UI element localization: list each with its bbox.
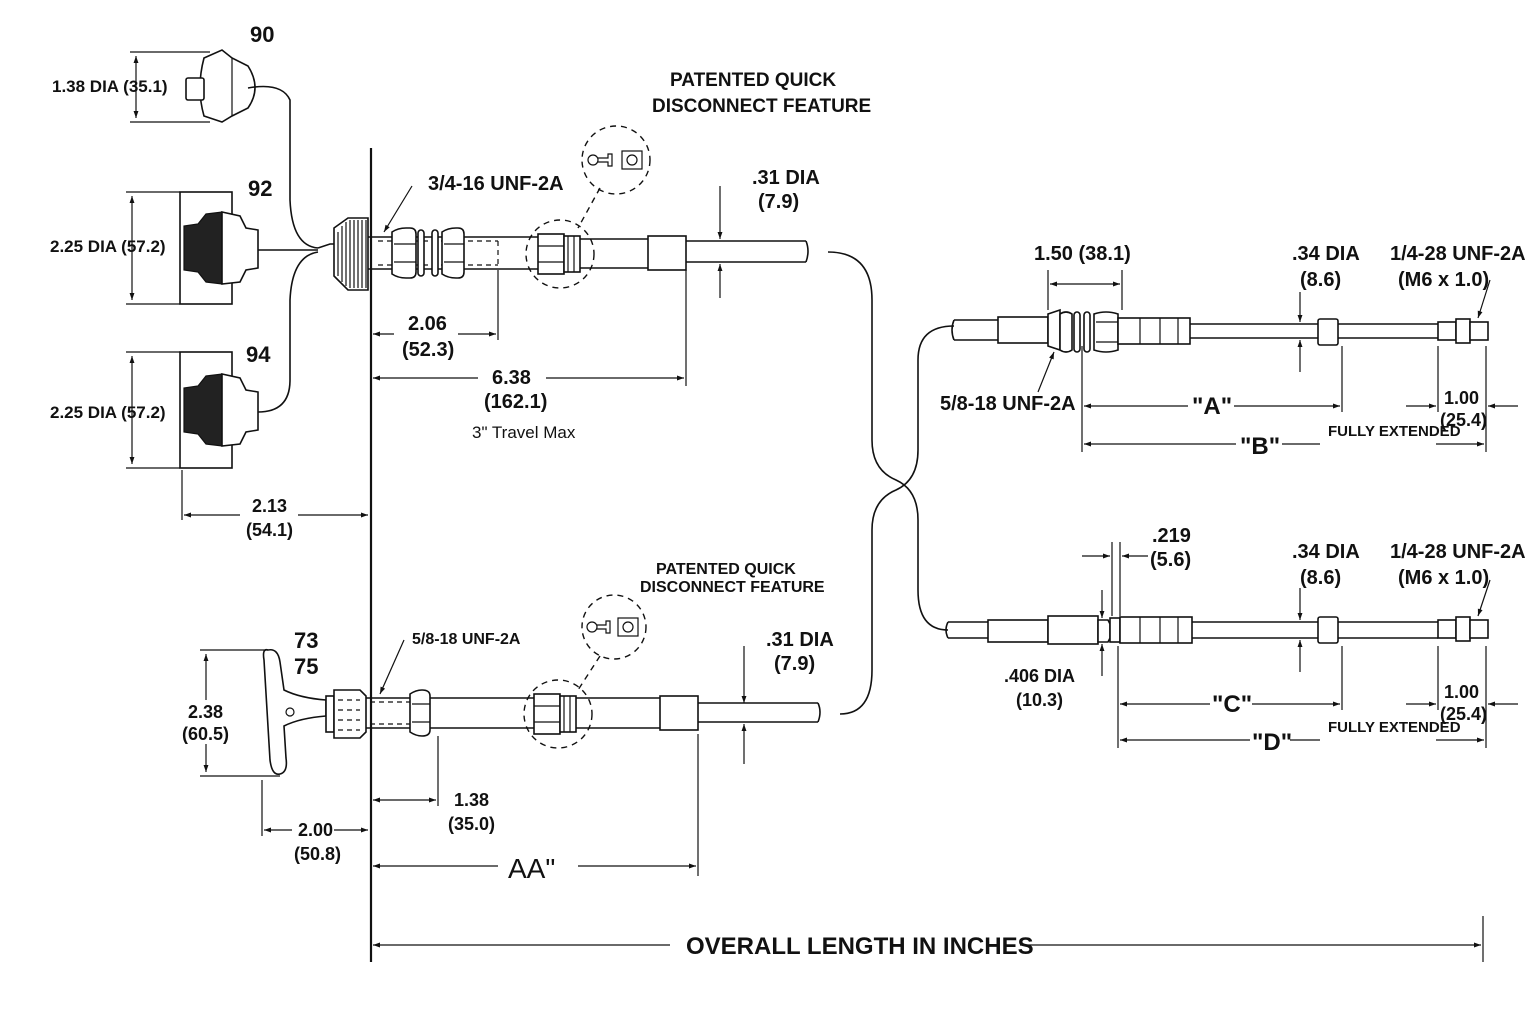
label-dia-92: 2.25 DIA (57.2) (50, 237, 166, 256)
label-thread-end-top-mm: (M6 x 1.0) (1398, 269, 1489, 291)
label-dim-206-mm: (52.3) (402, 339, 454, 361)
label-dim-100-bot-mm: (25.4) (1440, 704, 1487, 724)
label-thread-right-top: 5/8-18 UNF-2A (940, 393, 1076, 415)
label-dia-94: 2.25 DIA (57.2) (50, 403, 166, 422)
label-dia-34-top: .34 DIA (1292, 243, 1360, 265)
label-dia-31-bot: .31 DIA (766, 629, 834, 651)
label-dim-213: 2.13 (252, 496, 287, 516)
knob-94 (179, 251, 319, 469)
label-travel: 3" Travel Max (472, 423, 576, 442)
label-dim-213-mm: (54.1) (246, 520, 293, 540)
label-dim-150: 1.50 (38.1) (1034, 243, 1131, 265)
label-handle-73: 73 (294, 628, 318, 653)
label-overall-length: OVERALL LENGTH IN INCHES (686, 933, 1034, 960)
label-dim-a: "A" (1192, 393, 1232, 420)
dim-638 (373, 270, 687, 386)
label-dim-219-mm: (5.6) (1150, 549, 1191, 571)
label-thread-top: 3/4-16 UNF-2A (428, 173, 564, 195)
label-fully-ext-top: FULLY EXTENDED (1328, 423, 1461, 440)
label-dim-238-mm: (60.5) (182, 724, 229, 744)
label-dim-c: "C" (1212, 691, 1252, 718)
crossing-cables (827, 251, 955, 715)
label-knob-94: 94 (246, 342, 271, 367)
qd-detail-top (577, 125, 651, 229)
leader-thread-bottom (379, 639, 405, 695)
label-dim-200-mm: (50.8) (294, 844, 341, 864)
qd-detail-bottom (577, 594, 647, 691)
label-dim-219: .219 (1152, 525, 1191, 547)
label-dia-34-bot-mm: (8.6) (1300, 567, 1341, 589)
label-dia-31-top-mm: (7.9) (758, 191, 799, 213)
dim-dia-90 (130, 51, 210, 123)
label-knob-90: 90 (250, 22, 274, 47)
label-dim-638: 6.38 (492, 367, 531, 389)
label-dia-34-top-mm: (8.6) (1300, 269, 1341, 291)
knob-92 (179, 191, 318, 305)
label-qd-bot-2: DISCONNECT FEATURE (640, 579, 825, 596)
dim-overall-length (373, 916, 1484, 962)
label-thread-bot: 5/8-18 UNF-2A (412, 631, 521, 648)
dim-206 (373, 270, 499, 340)
label-dim-206: 2.06 (408, 313, 447, 335)
dim-238 (200, 649, 280, 777)
label-dim-138: 1.38 (454, 790, 489, 810)
bottom-control-head (262, 648, 821, 776)
label-dim-100-bot: 1.00 (1444, 682, 1479, 702)
label-dim-d: "D" (1252, 729, 1292, 756)
label-knob-92: 92 (248, 176, 272, 201)
label-dim-aa: AA" (508, 853, 555, 884)
dim-200 (261, 780, 368, 836)
knob-90 (185, 49, 319, 249)
label-dim-638-mm: (162.1) (484, 391, 547, 413)
dim-213 (181, 470, 368, 520)
label-qd-top-2: DISCONNECT FEATURE (652, 96, 871, 117)
label-dia-90: 1.38 DIA (35.1) (52, 77, 168, 96)
dim-138 (373, 736, 439, 806)
dim-aa (373, 734, 699, 876)
label-dia-406: .406 DIA (1004, 666, 1075, 686)
label-dim-100-top: 1.00 (1444, 388, 1479, 408)
leader-thread-top (383, 185, 413, 233)
label-qd-top-1: PATENTED QUICK (670, 70, 836, 91)
label-qd-bot-1: PATENTED QUICK (656, 561, 796, 578)
label-fully-ext-bot: FULLY EXTENDED (1328, 719, 1461, 736)
label-dim-100-top-mm: (25.4) (1440, 410, 1487, 430)
label-dia-31-bot-mm: (7.9) (774, 653, 815, 675)
dims-bottom-right (1082, 542, 1518, 748)
label-dim-b: "B" (1240, 433, 1280, 460)
label-thread-end-bot-mm: (M6 x 1.0) (1398, 567, 1489, 589)
label-thread-end-top: 1/4-28 UNF-2A (1390, 243, 1526, 265)
label-handle-75: 75 (294, 654, 318, 679)
dim-dia-94 (126, 351, 180, 469)
top-control-head (317, 217, 809, 291)
label-dia-34-bot: .34 DIA (1292, 541, 1360, 563)
label-dia-406-mm: (10.3) (1016, 690, 1063, 710)
cable-end-top (951, 308, 1489, 353)
label-dim-200: 2.00 (298, 820, 333, 840)
label-dim-238: 2.38 (188, 702, 223, 722)
cable-end-bottom (945, 615, 1489, 645)
label-dia-31-top: .31 DIA (752, 167, 820, 189)
dims-top-right (1037, 270, 1518, 452)
label-dim-138-mm: (35.0) (448, 814, 495, 834)
dim-dia-92 (126, 191, 180, 305)
label-thread-end-bot: 1/4-28 UNF-2A (1390, 541, 1526, 563)
